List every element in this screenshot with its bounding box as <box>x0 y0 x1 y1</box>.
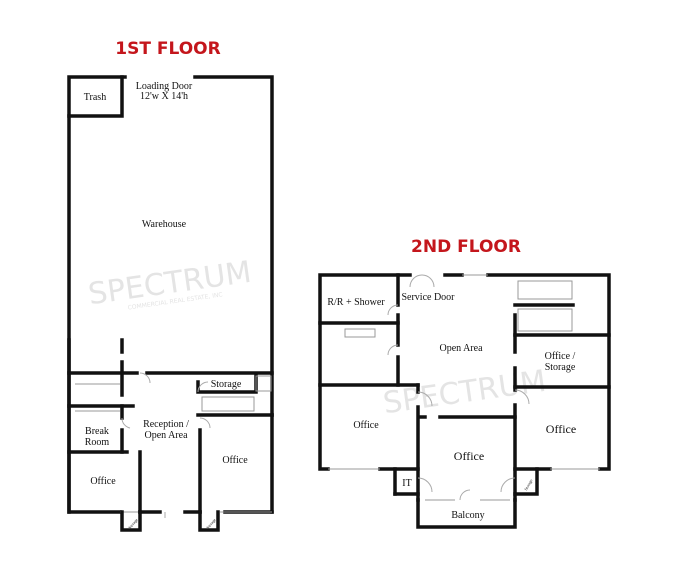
room-office-storage-2: Storage <box>545 362 576 373</box>
room-office-storage-1: Office / <box>545 351 576 362</box>
loading-door-label-2: 12'w X 14'h <box>140 91 188 102</box>
room-rr-shower: R/R + Shower <box>327 297 385 308</box>
floor1-plan <box>67 75 274 532</box>
watermark: SPECTRUM COMMERCIAL REAL ESTATE, INC SPE… <box>86 255 548 422</box>
room-reception-2: Open Area <box>144 430 188 441</box>
room-reception-1: Reception / <box>143 419 189 430</box>
floor2-title: 2ND FLOOR <box>411 237 521 257</box>
room-office-left-2f: Office <box>353 420 379 431</box>
room-it: IT <box>402 478 411 489</box>
room-warehouse: Warehouse <box>142 219 187 230</box>
room-storage-small-2: Storage <box>205 517 217 530</box>
room-trash: Trash <box>84 92 106 103</box>
room-office-right-1f: Office <box>222 455 248 466</box>
room-storage-small-1: Storage <box>127 517 139 530</box>
service-door-label: Service Door <box>401 292 455 303</box>
room-storage: Storage <box>211 379 242 390</box>
room-office-right-2f: Office <box>546 422 576 436</box>
room-office-left-1f: Office <box>90 476 116 487</box>
room-break-2: Room <box>85 437 110 448</box>
room-storage-small-2f: Storage <box>523 478 534 491</box>
floor1-title: 1ST FLOOR <box>115 39 220 59</box>
room-office-center-2f: Office <box>454 449 484 463</box>
room-open-area: Open Area <box>439 343 483 354</box>
loading-door-label-1: Loading Door <box>136 81 193 92</box>
room-break-1: Break <box>85 426 109 437</box>
floor2-plan <box>318 273 611 529</box>
room-balcony: Balcony <box>451 510 484 521</box>
